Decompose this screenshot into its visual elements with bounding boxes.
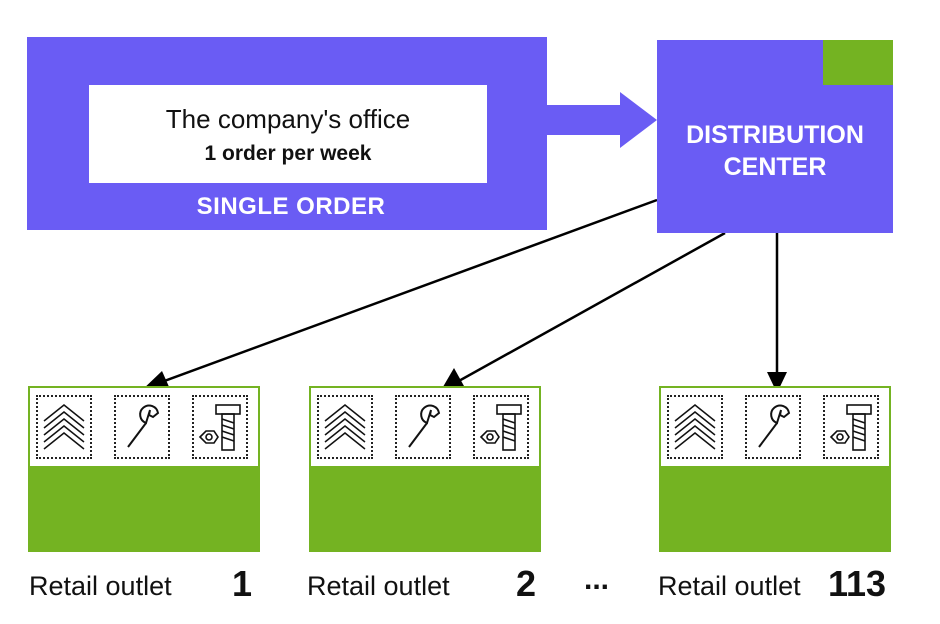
distribution-center-label: DISTRIBUTION CENTER [657, 119, 893, 183]
wrench-icon [395, 395, 451, 459]
chevron-stack-icon [317, 395, 373, 459]
outlet-1-number: 1 [232, 563, 253, 604]
bolt-nut-icon [823, 395, 879, 459]
chevron-stack-icon [667, 395, 723, 459]
outlet-2-label: Retail outlet [307, 571, 450, 601]
distribution-center-line2: CENTER [723, 153, 827, 181]
distribution-center-flag [823, 40, 893, 85]
order-flow-arrow [545, 92, 657, 148]
chevron-stack-icon [36, 395, 92, 459]
outlet-113-number: 113 [828, 563, 887, 604]
order-frequency: 1 order per week [204, 142, 372, 165]
office-title: The company's office [165, 104, 411, 134]
wrench-icon [745, 395, 801, 459]
ellipsis: ... [584, 563, 610, 596]
single-order-label: SINGLE ORDER [196, 193, 386, 220]
arrowhead-113 [767, 372, 787, 393]
outlet-113-label: Retail outlet [658, 571, 801, 601]
arrow-to-outlet-1 [147, 198, 658, 389]
bolt-nut-icon [192, 395, 248, 459]
outlet-2-number: 2 [516, 563, 537, 604]
bolt-nut-icon [473, 395, 529, 459]
outlet-1-label: Retail outlet [29, 571, 172, 601]
office-card [89, 85, 487, 183]
arrow-to-outlet-2 [447, 231, 726, 389]
wrench-icon [114, 395, 170, 459]
distribution-center-line1: DISTRIBUTION [686, 121, 864, 149]
